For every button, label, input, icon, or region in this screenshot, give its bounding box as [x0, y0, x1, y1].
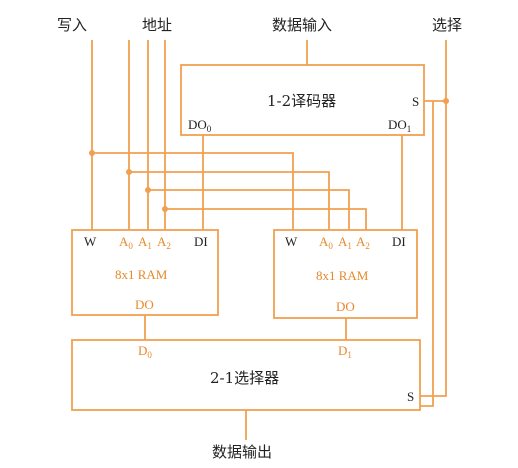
decoder-do0-pin: DO0	[188, 117, 212, 134]
ram-right-a2-pin: A2	[356, 234, 370, 251]
junction-dots	[89, 98, 449, 212]
ram-right-a1-pin: A1	[338, 234, 352, 251]
junction-dot	[89, 150, 95, 156]
mux-box	[71, 339, 421, 411]
mux-d1-pin: D1	[338, 343, 352, 360]
decoder-do1-pin: DO1	[388, 117, 411, 134]
ram-right-w-pin: W	[285, 234, 298, 249]
a1-bus-right	[148, 189, 350, 230]
mux-d0-pin: D0	[138, 343, 152, 360]
ram-right-di-pin: DI	[392, 234, 406, 249]
ram-left-box	[71, 229, 219, 316]
select-line	[420, 40, 447, 397]
ram-left-w-pin: W	[84, 234, 97, 249]
junction-dot	[443, 98, 449, 104]
label-write: 写入	[57, 16, 87, 34]
label-data-in: 数据输入	[272, 16, 332, 34]
decoder-box	[180, 64, 425, 136]
select-line-2	[420, 101, 434, 407]
label-select: 选择	[432, 16, 462, 34]
ram-left-a1-pin: A1	[138, 234, 152, 251]
wires	[91, 40, 447, 440]
a0-bus-right	[129, 171, 330, 230]
label-data-out: 数据输出	[212, 443, 272, 461]
a2-bus-right	[165, 208, 367, 230]
decoder-title: 1-2译码器	[267, 92, 336, 110]
ram-left-a2-pin: A2	[157, 234, 171, 251]
mux-title: 2-1选择器	[210, 369, 279, 387]
ram-right-title: 8x1 RAM	[316, 268, 369, 283]
mux-s-pin: S	[407, 389, 414, 404]
label-address: 地址	[142, 16, 172, 34]
ram-right-box	[273, 229, 418, 319]
ram-left-a0-pin: A0	[119, 234, 133, 251]
ram-left-title: 8x1 RAM	[115, 267, 168, 282]
ram-left-do-pin: DO	[135, 297, 154, 312]
junction-dot	[126, 169, 132, 175]
ram-right-do-pin: DO	[336, 299, 355, 314]
decoder-s-pin: S	[412, 94, 419, 109]
ram-left-di-pin: DI	[194, 234, 208, 249]
ram-right-a0-pin: A0	[319, 234, 333, 251]
junction-dot	[162, 206, 168, 212]
junction-dot	[145, 187, 151, 193]
write-bus-right	[92, 152, 294, 230]
